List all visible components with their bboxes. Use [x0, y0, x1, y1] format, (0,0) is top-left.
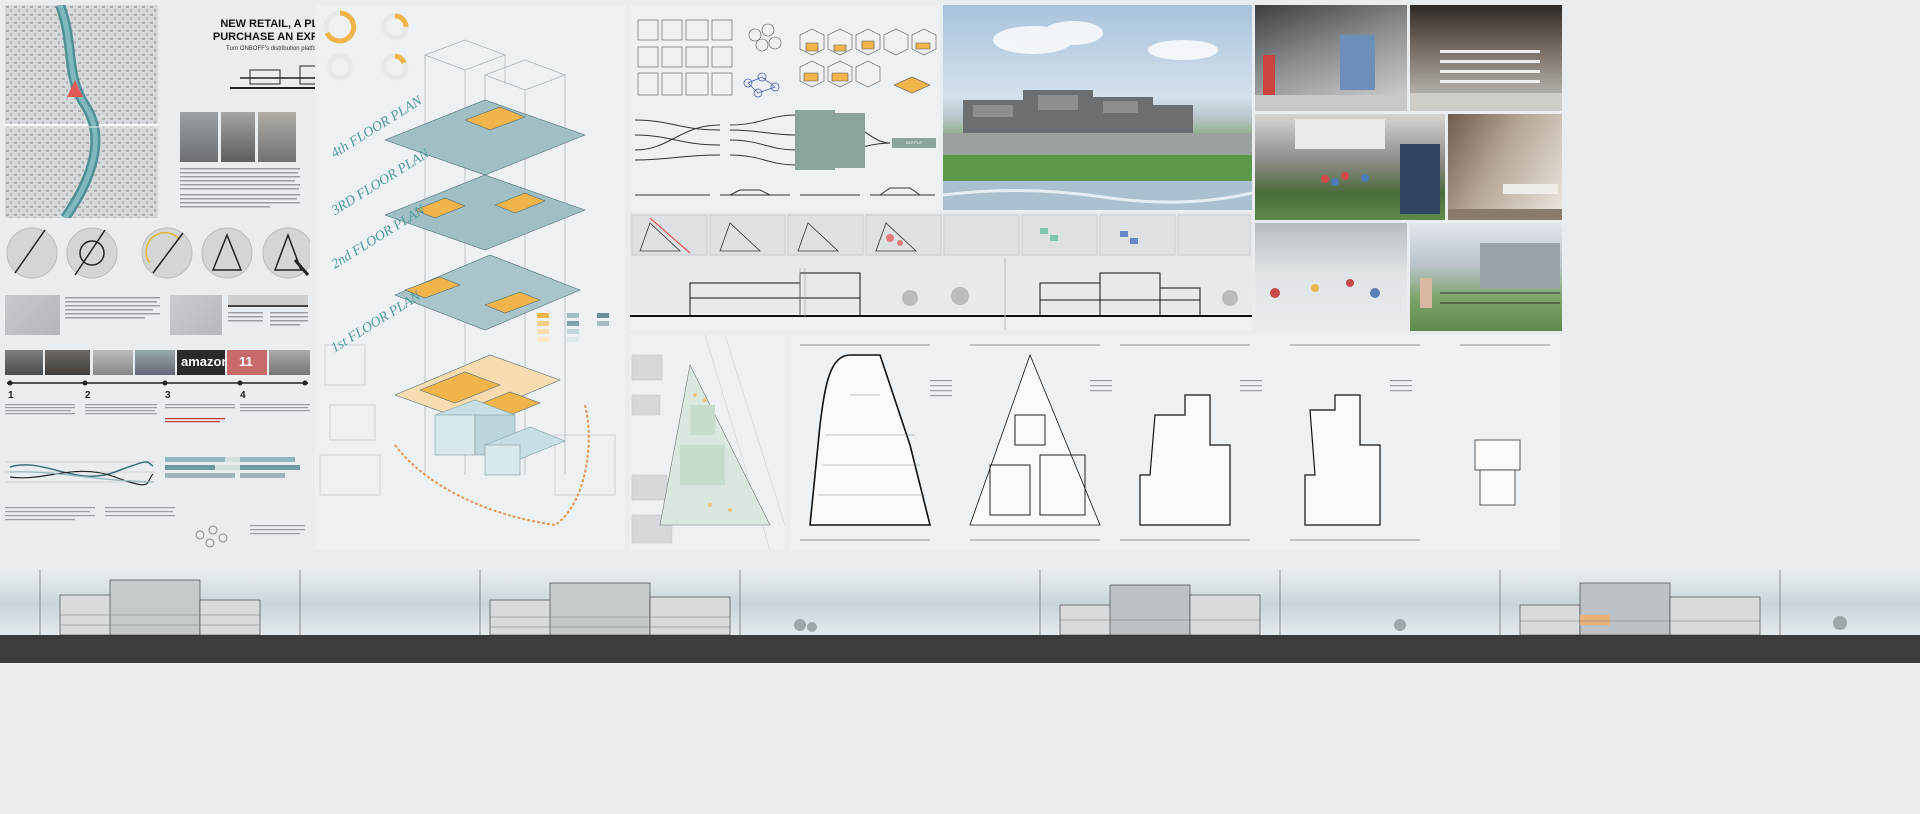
floor-plans-drawing	[800, 344, 1550, 541]
bottom-analysis	[5, 507, 305, 548]
street-photo-3	[258, 112, 296, 162]
eleven-logo-tile: 11	[227, 350, 267, 375]
flow-output-box: OUTPUT	[892, 138, 936, 148]
board-subtitle: Turn ONBOFF's distribution platform into…	[226, 46, 354, 52]
concept-diagrams: OUTPUT	[630, 5, 940, 210]
mini-map-2	[170, 295, 222, 335]
rooftop-render	[1410, 223, 1562, 331]
concept-diagrams-drawing	[634, 19, 937, 196]
interior-render-cafe	[1448, 114, 1562, 220]
bar-stat-rows	[165, 457, 300, 478]
street-photo-2	[221, 112, 255, 162]
brand-photo-5	[269, 350, 310, 375]
floor-plans	[790, 335, 1560, 550]
exploded-axon-drawing	[319, 10, 616, 527]
interior-render-shelves	[1410, 5, 1562, 111]
analysis-text-1	[65, 297, 160, 319]
analysis-text-2	[228, 312, 308, 326]
intro-text-block	[180, 168, 300, 208]
site-plan-drawing	[631, 335, 785, 550]
amazon-logo-tile: amazon	[177, 350, 229, 375]
eleven-logo: 11	[239, 354, 253, 369]
step-number-4: 4	[240, 390, 246, 401]
timeline-line	[7, 380, 308, 386]
site-map	[5, 5, 158, 218]
exterior-render	[943, 5, 1252, 210]
long-section	[630, 258, 1252, 330]
mini-map-1	[5, 295, 60, 335]
elevations	[0, 555, 1920, 814]
brand-photo-3	[93, 350, 133, 375]
brand-strip: amazon 11	[5, 350, 310, 375]
concept-circles	[6, 227, 310, 279]
long-section-drawing	[630, 258, 1252, 330]
brand-photo-1	[5, 350, 43, 375]
exterior-render-drawing	[943, 21, 1252, 210]
site-analysis-strip	[630, 213, 1252, 258]
elevations-drawing	[0, 570, 1920, 663]
step-number-2: 2	[85, 390, 91, 401]
program-legend	[537, 313, 609, 342]
step-number-3: 3	[165, 390, 171, 401]
skyline-chart	[228, 295, 308, 307]
street-photo-1	[180, 112, 218, 162]
trend-line-chart	[5, 461, 155, 486]
interior-render-atrium	[1255, 114, 1445, 220]
interior-render-lobby	[1255, 5, 1407, 111]
step-number-1: 1	[8, 390, 14, 401]
steps-text	[5, 404, 310, 423]
site-plan	[630, 335, 785, 550]
amazon-logo: amazon	[181, 354, 230, 369]
exploded-axonometric: 4th FLOOR PLAN 3RD FLOOR PLAN 2nd FLOOR …	[315, 5, 625, 550]
brand-photo-4	[135, 350, 175, 375]
brand-photo-2	[45, 350, 90, 375]
site-analysis-drawing	[631, 214, 1251, 256]
site-map-drawing	[5, 5, 158, 218]
interior-render-market	[1255, 223, 1407, 331]
